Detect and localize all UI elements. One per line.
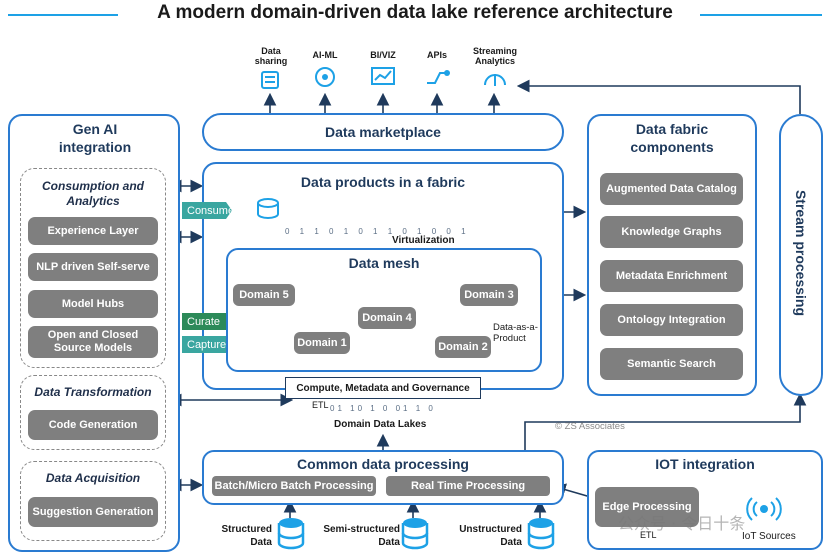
top-icon-apis[interactable]: APIs [418,50,456,89]
ontology-integration-button[interactable]: Ontology Integration [600,304,743,336]
database-cloud-icon [257,198,279,219]
domain-2-node[interactable]: Domain 2 [435,336,491,358]
top-icon-data-sharing[interactable]: Data sharing [252,46,290,90]
acquisition-title: Data Acquisition [45,471,141,485]
fabric-components-title: Data fabric components [630,121,714,155]
bi-viz-label: BI/VIZ [370,50,396,60]
page-title: A modern domain-driven data lake referen… [157,2,673,23]
consume-tag: Consume [182,202,232,219]
edge-processing-button[interactable]: Edge Processing [595,487,699,527]
consumption-group [20,168,166,368]
copyright-label: © ZS Associates [555,421,625,432]
title-line-right [700,14,822,16]
suggestion-generation-button[interactable]: Suggestion Generation [28,497,158,527]
lakes-binary: 01 10 1 0 01 1 0 [330,404,436,413]
data-marketplace-panel[interactable]: Data marketplace [202,113,564,151]
consumption-title: Consumption and Analytics [42,179,144,208]
model-hubs-button[interactable]: Model Hubs [28,290,158,318]
ai-ml-icon [315,67,335,87]
data-as-a-product-label: Data-as-a-Product [493,322,538,344]
open-closed-models-button[interactable]: Open and Closed Source Models [28,326,158,358]
compute-governance-box: Compute, Metadata and Governance [285,377,481,399]
transformation-group [20,375,166,450]
stream-processing-title: Stream processing [793,189,809,317]
knowledge-graphs-button[interactable]: Knowledge Graphs [600,216,743,248]
unstructured-data-icon [527,518,555,550]
stream-processing-panel[interactable] [779,114,823,396]
compute-governance-label: Compute, Metadata and Governance [296,382,470,394]
iot-title: IOT integration [655,456,755,472]
binary-stream: 0 1 1 0 1 0 1 1 0 1 0 0 1 [285,227,470,236]
semi-structured-data-label: Semi-structured Data [323,524,400,548]
code-generation-button[interactable]: Code Generation [28,410,158,440]
etl-label: ETL [312,400,329,410]
structured-data-icon [277,518,305,550]
experience-layer-button[interactable]: Experience Layer [28,217,158,245]
data-sharing-label: Data sharing [254,46,288,66]
common-processing-title: Common data processing [297,456,469,472]
capture-tag: Capture [182,336,232,353]
virtualization-label: Virtualization [392,235,455,246]
domain-3-node[interactable]: Domain 3 [460,284,518,306]
watermark: 公众号 · 令日十条 [618,514,746,533]
domain-4-node[interactable]: Domain 4 [358,307,416,329]
bi-viz-icon [371,67,395,85]
gen-ai-title: Gen AI integration [58,121,132,155]
semi-structured-data-icon [401,518,429,550]
ai-ml-label: AI-ML [312,50,338,60]
apis-icon [427,70,450,84]
structured-data-label: Structured Data [221,524,272,548]
real-time-processing-button[interactable]: Real Time Processing [386,476,550,496]
apis-label: APIs [426,50,447,60]
top-icon-streaming-analytics[interactable]: Streaming Analytics [468,46,522,90]
augmented-data-catalog-button[interactable]: Augmented Data Catalog [600,173,743,205]
streaming-analytics-label: Streaming Analytics [472,46,517,66]
streaming-analytics-icon [484,74,506,86]
data-sharing-icon [261,71,279,89]
iot-etl-label: ETL [640,530,657,540]
domain-1-node[interactable]: Domain 1 [294,332,350,354]
acquisition-group [20,461,166,541]
batch-processing-button[interactable]: Batch/Micro Batch Processing [212,476,376,496]
data-marketplace-title: Data marketplace [325,124,441,140]
curate-tag: Curate [182,313,232,330]
top-icon-ai-ml[interactable]: AI-ML [306,50,344,89]
title-line-left [8,14,118,16]
iot-sources-icon [746,497,782,521]
unstructured-data-label: Unstructured Data [459,524,522,548]
data-mesh-title: Data mesh [348,255,420,271]
top-icon-bi-viz[interactable]: BI/VIZ [364,50,402,89]
nlp-self-serve-button[interactable]: NLP driven Self-serve [28,253,158,281]
semantic-search-button[interactable]: Semantic Search [600,348,743,380]
iot-sources-label: IoT Sources [742,531,796,542]
domain-5-node[interactable]: Domain 5 [233,284,295,306]
domain-data-lakes-label: Domain Data Lakes [334,419,427,430]
data-products-title: Data products in a fabric [300,174,466,190]
metadata-enrichment-button[interactable]: Metadata Enrichment [600,260,743,292]
transformation-title: Data Transformation [34,385,152,399]
